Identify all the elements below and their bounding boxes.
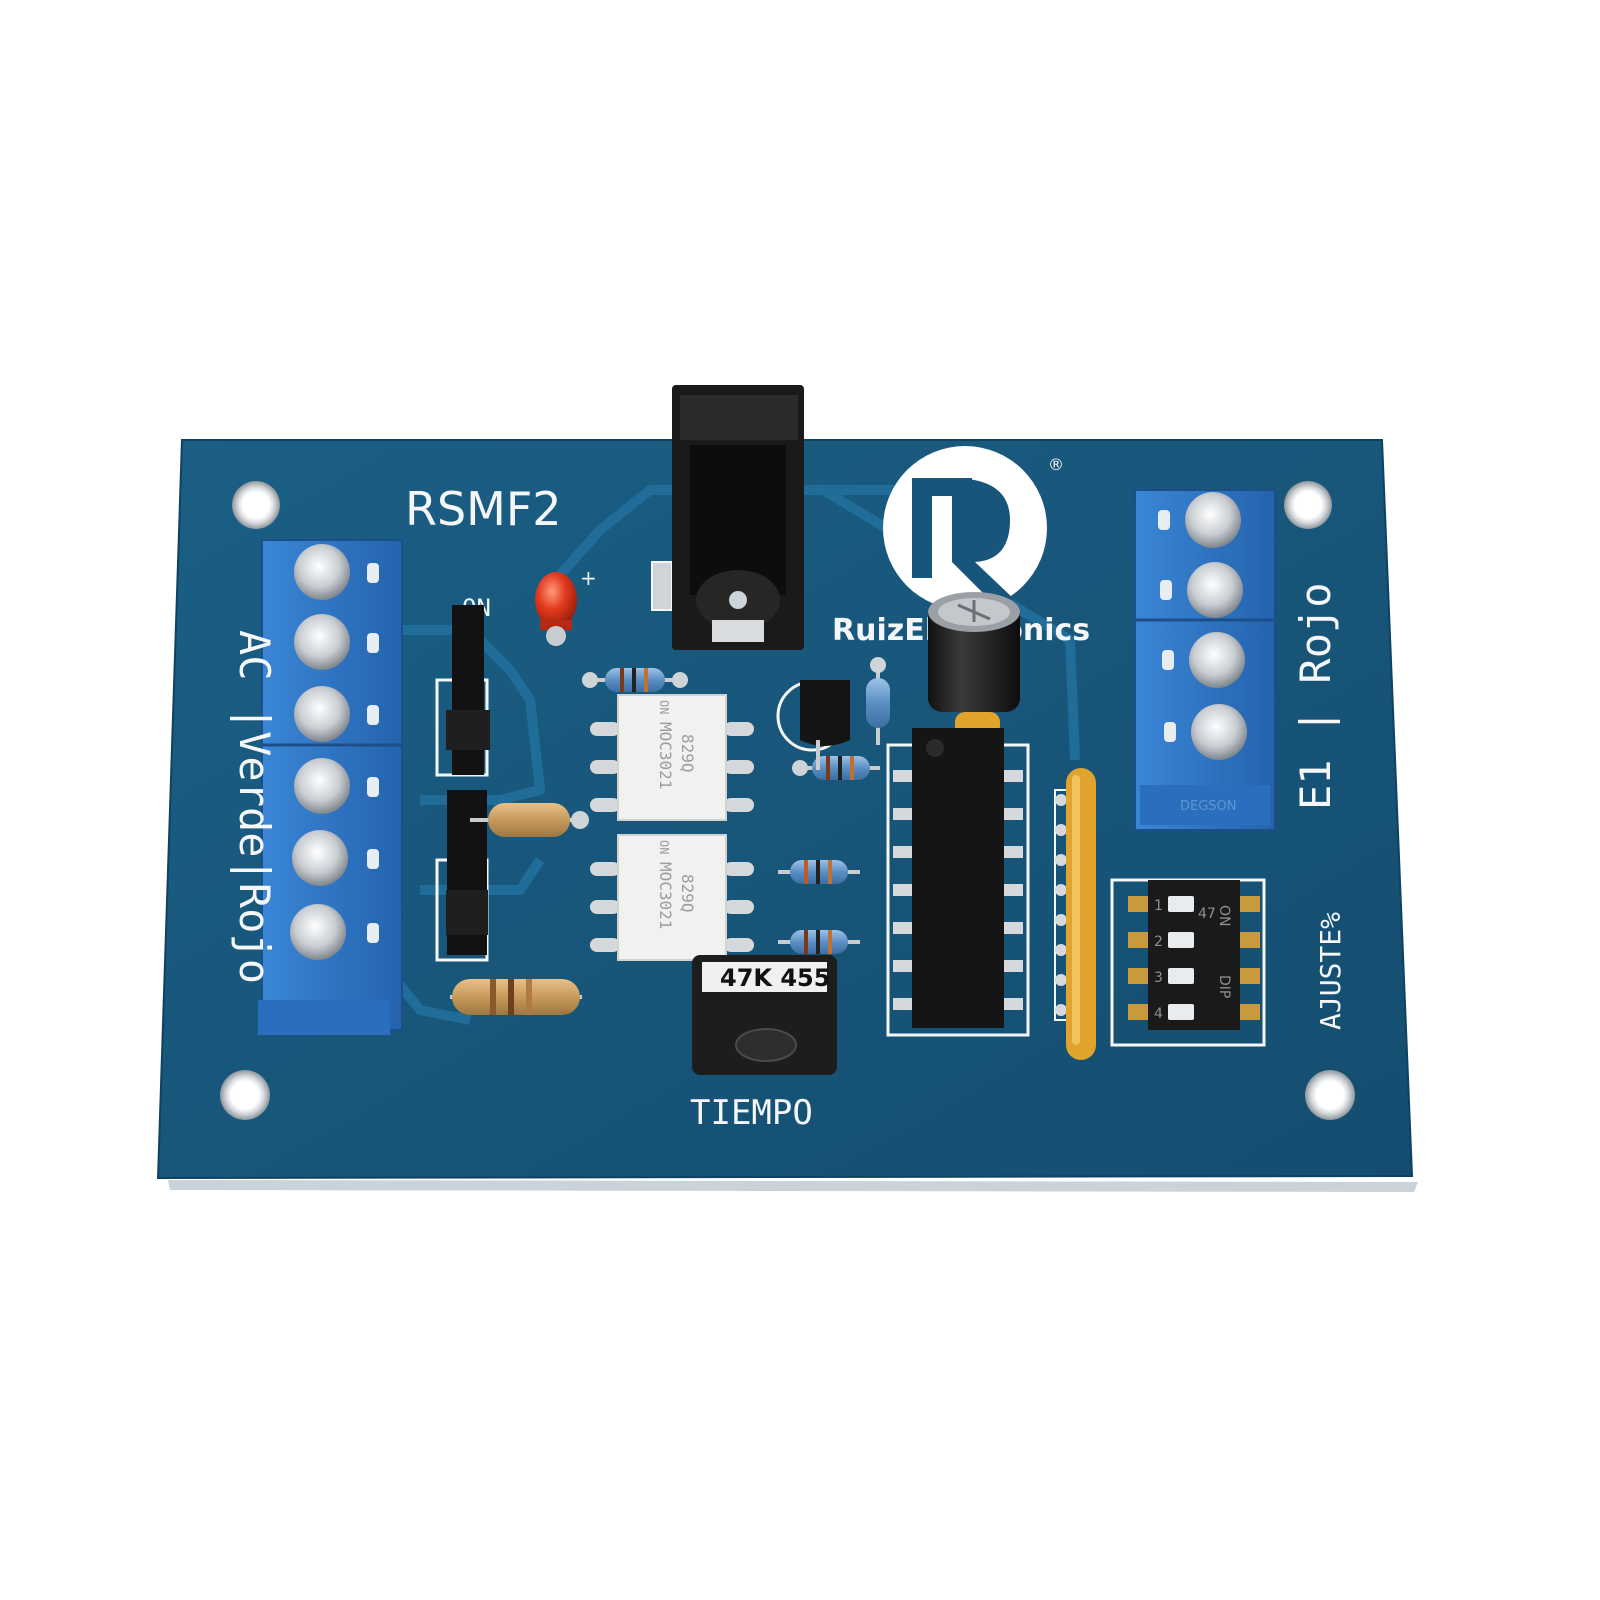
dip-toggle[interactable] [1168, 968, 1194, 984]
pot-knob-icon[interactable] [735, 1028, 797, 1062]
terminal-screws [1185, 492, 1247, 760]
optocoupler-2: MOC3021 829Q ON [590, 834, 754, 961]
screw-icon [294, 686, 350, 742]
opto2-part: MOC3021 [656, 862, 675, 929]
screw-icon [292, 830, 348, 886]
terminal-block-marking: DEGSON [1180, 799, 1237, 814]
dip-label: AJUSTE% [1314, 912, 1347, 1030]
opto2-maker: ON [657, 840, 671, 854]
resistor-tan-1 [470, 803, 589, 837]
opto1-maker: ON [657, 700, 671, 714]
resistor-blue [582, 668, 688, 692]
screw-icon [1191, 704, 1247, 760]
right-terminal-block: DEGSON [1134, 489, 1276, 831]
dip-position-label: 2 [1154, 934, 1163, 950]
screw-icon [294, 614, 350, 670]
screw-icon [294, 758, 350, 814]
opto1-part: MOC3021 [656, 722, 675, 789]
right-terminal-label: E1 | Rojo [1291, 582, 1340, 810]
jack-pin-icon [729, 591, 747, 609]
resistor-blue-vertical [866, 657, 890, 745]
film-capacitor [1054, 768, 1096, 1060]
screw-icon [1187, 562, 1243, 618]
left-terminal-block [258, 539, 403, 1035]
dip-position-label: 3 [1154, 970, 1163, 986]
dip-position-label: 1 [1154, 898, 1163, 914]
dip-toggle[interactable] [1168, 896, 1194, 912]
screw-icon [294, 544, 350, 600]
ic-notch-icon [926, 739, 944, 757]
opto2-code: 829Q [678, 874, 697, 913]
resistor-tan-2 [450, 979, 582, 1015]
resistors-blue [582, 657, 890, 954]
screw-icon [290, 904, 346, 960]
pot-marking: 47K 455 [720, 964, 830, 992]
triac-lower [435, 790, 489, 962]
triac-upper [435, 605, 490, 777]
resistor-blue [778, 860, 860, 884]
timer-label: TIEMPO [690, 1093, 813, 1133]
dc-power-jack [651, 385, 804, 650]
left-terminal-label: AC |Verde|Rojo [230, 630, 279, 984]
dip-position-label: 4 [1154, 1006, 1163, 1022]
dip-toggle[interactable] [1168, 1004, 1194, 1020]
screw-icon [1185, 492, 1241, 548]
dip-type-label: DIP [1216, 975, 1232, 998]
registered-mark: ® [1048, 455, 1064, 474]
mounting-holes [220, 481, 1355, 1120]
resistor-blue [792, 756, 880, 780]
power-led: ON + [462, 566, 597, 646]
transistor [776, 680, 850, 770]
electrolytic-capacitor [928, 592, 1020, 712]
ic-chip [886, 728, 1030, 1037]
terminal-screws [290, 544, 350, 960]
board-shadow [168, 1180, 1418, 1192]
dip-on-label: ON [1216, 905, 1232, 927]
screw-icon [1189, 632, 1245, 688]
timer-potentiometer[interactable]: 47K 455 [692, 955, 837, 1075]
dip-marking: 47 [1198, 906, 1216, 922]
optocoupler-1: MOC3021 829Q ON [590, 694, 754, 821]
model-label: RSMF2 [405, 482, 562, 536]
dip-switch: 1 2 3 4 47 ON DIP [1110, 878, 1266, 1047]
dip-toggle[interactable] [1168, 932, 1194, 948]
resistor-blue [778, 930, 860, 954]
opto1-code: 829Q [678, 734, 697, 773]
led-polarity: + [580, 566, 597, 590]
